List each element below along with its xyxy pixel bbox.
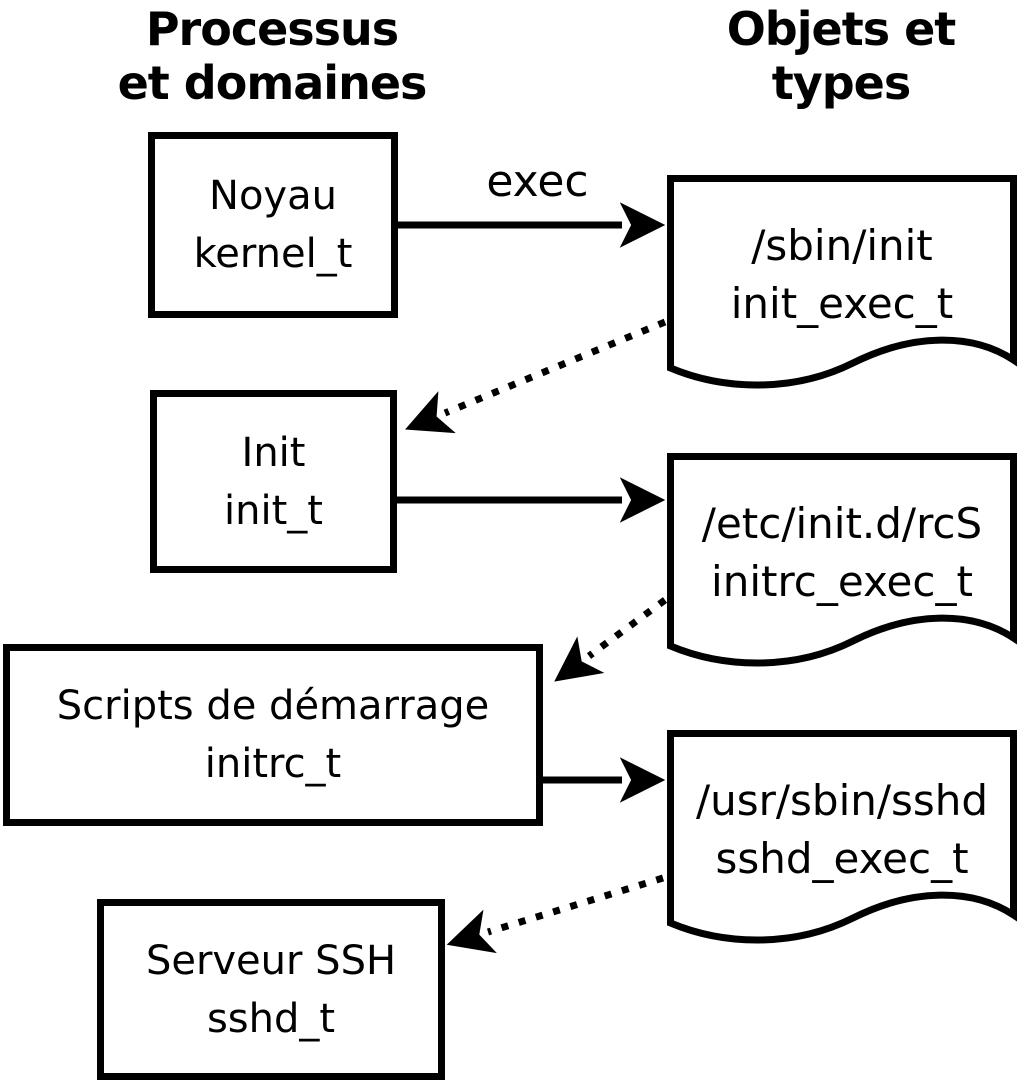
process-name: Serveur SSH <box>145 937 397 984</box>
process-box-ssh-server: Serveur SSH sshd_t <box>97 899 445 1080</box>
document-shape-sbin-init <box>667 175 1017 389</box>
file-selinux-type: initrc_exec_t <box>711 557 973 606</box>
column-header-processes: Processus et domaines <box>117 2 428 110</box>
process-box-init: Init init_t <box>150 390 397 573</box>
file-selinux-type: init_exec_t <box>730 279 954 328</box>
dotted-arrow-init-exec-to-init-t <box>405 318 667 434</box>
process-box-startup-scripts: Scripts de démarrage initrc_t <box>3 644 543 826</box>
process-name: Scripts de démarrage <box>56 683 490 729</box>
file-path: /etc/init.d/rcS <box>701 499 983 548</box>
process-box-kernel: Noyau kernel_t <box>148 132 398 318</box>
file-object-usr-sbin-sshd: /usr/sbin/sshd sshd_exec_t <box>672 750 1012 910</box>
process-selinux-type: kernel_t <box>193 231 353 277</box>
file-path: /sbin/init <box>751 221 933 270</box>
process-selinux-type: sshd_t <box>206 995 336 1042</box>
process-selinux-type: init_t <box>224 487 323 534</box>
file-object-sbin-init: /sbin/init init_exec_t <box>672 195 1012 355</box>
column-header-objects: Objets et types <box>726 2 957 110</box>
document-shape-usr-sbin-sshd <box>667 730 1017 944</box>
file-object-etc-initd-rcs: /etc/init.d/rcS initrc_exec_t <box>672 473 1012 633</box>
process-selinux-type: initrc_t <box>204 741 342 787</box>
document-shape-etc-initd-rcs <box>667 453 1017 667</box>
file-path: /usr/sbin/sshd <box>695 776 989 825</box>
exec-edge-label: exec <box>486 156 589 207</box>
dotted-arrow-sshd-exec-to-sshd-t <box>446 874 665 954</box>
process-name: Noyau <box>209 173 337 219</box>
file-selinux-type: sshd_exec_t <box>715 834 969 883</box>
process-name: Init <box>241 429 306 476</box>
dotted-arrow-initrc-exec-to-initrc-t <box>554 597 668 682</box>
